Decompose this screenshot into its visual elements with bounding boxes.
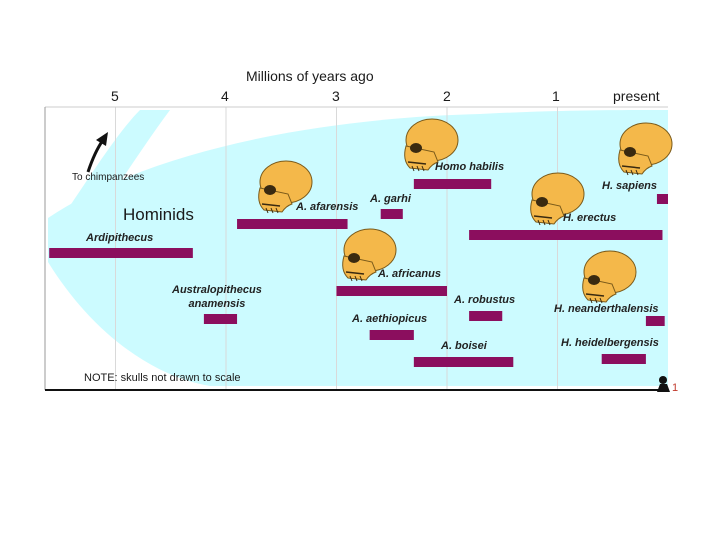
tick-label: 1 <box>552 88 560 104</box>
axis-title: Millions of years ago <box>246 68 374 84</box>
species-label-boisei: A. boisei <box>441 340 487 352</box>
chimpanzee-label: To chimpanzees <box>72 172 145 183</box>
svg-text:1: 1 <box>672 382 678 394</box>
species-label-ardipithecus: Ardipithecus <box>86 232 154 244</box>
chimpanzee-arrow-icon <box>86 132 108 173</box>
skull-icon-africanus <box>342 228 397 282</box>
species-bar-robustus <box>469 311 503 321</box>
tick-label: 4 <box>221 88 229 104</box>
tick-label: 3 <box>332 88 340 104</box>
species-label-line: Australopithecus <box>172 284 262 296</box>
species-bar-heidelbergensis <box>601 354 646 364</box>
species-label-anamensis: Australopithecus anamensis <box>172 283 262 311</box>
skull-icon-erectus <box>530 172 585 226</box>
species-bar-erectus <box>469 230 663 240</box>
species-bar-africanus <box>336 286 447 296</box>
chimpanzee-branch-band <box>48 110 170 240</box>
hominids-label: Hominids <box>123 205 194 224</box>
species-label-garhi: A. garhi <box>370 193 411 205</box>
species-label-aethiopicus: A. aethiopicus <box>352 313 428 325</box>
species-label-neanderthalensis: H. neanderthalensis <box>554 303 659 315</box>
species-label-robustus: A. robustus <box>454 294 516 306</box>
species-bars <box>49 179 668 367</box>
skull-icon-afarensis <box>258 160 313 214</box>
skull-icon-habilis <box>404 118 459 172</box>
species-bar-sapiens <box>656 194 668 204</box>
species-label-erectus: H. erectus <box>563 212 617 224</box>
species-label-africanus: A. africanus <box>378 268 441 280</box>
scale-note: NOTE: skulls not drawn to scale <box>84 372 241 384</box>
tick-label: 5 <box>111 88 119 104</box>
species-label-afarensis: A. afarensis <box>296 201 359 213</box>
skull-icon-neanderthalensis <box>582 250 637 304</box>
species-bar-afarensis <box>237 219 348 229</box>
species-bar-boisei <box>413 357 514 367</box>
species-label-habilis: Homo habilis <box>435 161 505 173</box>
tick-label: 2 <box>443 88 451 104</box>
skull-illustrations <box>258 118 673 304</box>
species-bar-garhi <box>380 209 403 219</box>
species-bar-habilis <box>413 179 492 189</box>
species-bar-neanderthalensis <box>645 316 665 326</box>
skull-icon-sapiens <box>618 122 673 176</box>
species-bar-ardipithecus <box>49 248 193 258</box>
species-label-sapiens: H. sapiens <box>602 180 658 192</box>
species-bar-aethiopicus <box>369 330 414 340</box>
species-bar-anamensis <box>203 314 238 324</box>
modern-human-icon: 1 <box>657 376 678 394</box>
species-label-heidelbergensis: H. heidelbergensis <box>561 337 659 349</box>
tick-label: present <box>613 88 660 104</box>
species-label-line: anamensis <box>188 298 246 310</box>
